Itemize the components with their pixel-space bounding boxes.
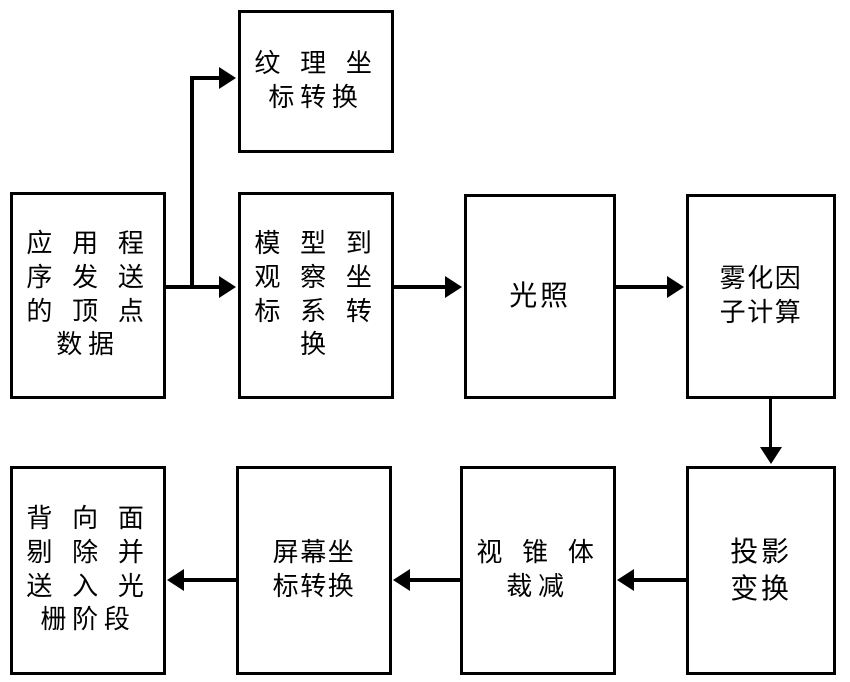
edge-vertex-to-model-segment	[190, 285, 220, 289]
node-backface-cull-rasterize-label: 背 向 面 剔 除 并 送 入 光 栅阶段	[26, 503, 150, 636]
node-projection-transform-label: 投影 变换	[730, 535, 792, 605]
edge-model-to-lighting-arrowhead	[445, 276, 462, 298]
edge-projection-to-frustum-arrowhead	[617, 569, 634, 591]
node-frustum-clipping-label: 视 锥 体 裁减	[476, 537, 600, 602]
edge-vertex-to-branch-segment	[166, 285, 194, 289]
node-texture-coord-transform[interactable]: 纹 理 坐 标转换	[238, 10, 394, 153]
edge-screen-to-backface-segment	[184, 578, 236, 582]
edge-lighting-to-fog-arrowhead	[667, 276, 684, 298]
node-fog-factor-calc-label: 雾化因 子计算	[719, 263, 803, 328]
node-model-to-view-transform[interactable]: 模 型 到 观 察 坐 标 系 转 换	[238, 192, 394, 399]
node-projection-transform[interactable]: 投影 变换	[686, 466, 836, 675]
edge-frustum-to-screen-segment	[410, 578, 460, 582]
edge-vertex-to-model-arrowhead	[219, 276, 236, 298]
node-model-to-view-transform-label: 模 型 到 观 察 坐 标 系 转 换	[254, 228, 378, 361]
node-fog-factor-calc[interactable]: 雾化因 子计算	[686, 194, 836, 399]
edge-fog-to-projection-arrowhead	[760, 447, 782, 464]
edge-projection-to-frustum-segment	[634, 578, 686, 582]
node-frustum-clipping[interactable]: 视 锥 体 裁减	[460, 466, 616, 675]
edge-vertex-to-texture-segment	[190, 76, 220, 80]
node-screen-coord-transform-label: 屏幕坐 标转换	[272, 537, 356, 602]
node-vertex-data[interactable]: 应 用 程 序 发 送 的 顶 点 数据	[10, 192, 166, 399]
node-texture-coord-transform-label: 纹 理 坐 标转换	[254, 48, 378, 113]
node-screen-coord-transform[interactable]: 屏幕坐 标转换	[236, 466, 392, 675]
edge-frustum-to-screen-arrowhead	[393, 569, 410, 591]
node-lighting-label: 光照	[509, 279, 571, 313]
node-lighting[interactable]: 光照	[464, 194, 616, 399]
edge-fog-to-projection-segment	[769, 399, 772, 449]
edge-screen-to-backface-arrowhead	[167, 569, 184, 591]
edge-lighting-to-fog-segment	[616, 285, 668, 289]
node-backface-cull-rasterize[interactable]: 背 向 面 剔 除 并 送 入 光 栅阶段	[10, 466, 166, 675]
edge-vertex-to-texture-riser	[190, 76, 194, 287]
edge-model-to-lighting-segment	[394, 285, 446, 289]
edge-vertex-to-texture-arrowhead	[219, 67, 236, 89]
node-vertex-data-label: 应 用 程 序 发 送 的 顶 点 数据	[26, 228, 150, 361]
